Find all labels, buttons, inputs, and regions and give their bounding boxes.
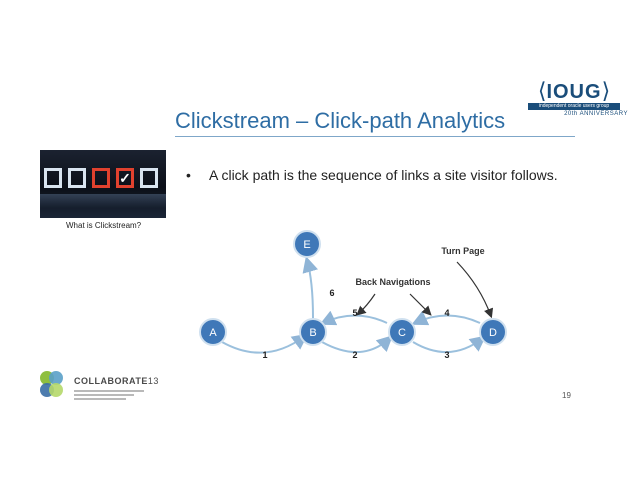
edge-d-c bbox=[411, 310, 481, 326]
node-c: C bbox=[388, 318, 416, 346]
checkbox-icon bbox=[68, 168, 86, 188]
checkbox-icon bbox=[44, 168, 62, 188]
logo-bracket-left: ⟨ bbox=[537, 79, 547, 104]
collaborate-wordmark: COLLABORATE13 bbox=[74, 376, 159, 386]
slide-title: Clickstream – Click-path Analytics bbox=[175, 108, 506, 133]
node-e-label: E bbox=[303, 239, 310, 251]
ioug-wordmark: ⟨ IOUG ⟩ bbox=[526, 79, 622, 104]
node-d-label: D bbox=[489, 327, 497, 339]
bullet-text: A click path is the sequence of links a … bbox=[209, 167, 558, 183]
edge-label-5: 5 bbox=[352, 308, 357, 318]
turn-page-arrow bbox=[456, 261, 494, 319]
collaborate-number: 13 bbox=[147, 376, 159, 386]
collaborate-logo: COLLABORATE13 bbox=[36, 368, 186, 408]
node-a: A bbox=[199, 318, 227, 346]
edge-label-1: 1 bbox=[262, 350, 267, 360]
logo-bracket-right: ⟩ bbox=[601, 79, 611, 104]
edge-a-b bbox=[221, 333, 309, 354]
edge-label-2: 2 bbox=[352, 350, 357, 360]
node-c-label: C bbox=[398, 327, 406, 339]
edge-b-c bbox=[321, 335, 393, 354]
thumbnail-caption: What is Clickstream? bbox=[66, 221, 142, 230]
logo-name: IOUG bbox=[546, 81, 602, 103]
collaborate-emblem-icon bbox=[40, 371, 63, 397]
collaborate-word: COLLABORATE bbox=[74, 376, 148, 386]
checkbox-icon bbox=[140, 168, 158, 188]
checkmark-icon: ✓ bbox=[116, 168, 134, 188]
node-b-label: B bbox=[309, 327, 316, 339]
edge-label-6: 6 bbox=[329, 288, 334, 298]
title-divider bbox=[175, 136, 575, 137]
edge-b-e bbox=[302, 256, 318, 319]
back-nav-arrow-left bbox=[356, 293, 376, 316]
clickstream-thumbnail: ✓ bbox=[40, 150, 166, 218]
logo-anniversary: 20th ANNIVERSARY bbox=[564, 111, 628, 117]
edge-c-b bbox=[319, 310, 388, 326]
node-e: E bbox=[293, 230, 321, 258]
turn-page-label: Turn Page bbox=[441, 246, 484, 256]
edge-c-d bbox=[412, 335, 487, 354]
page-number: 19 bbox=[562, 391, 571, 400]
click-path-diagram: A B C D E 1 2 3 4 5 6 Back Navigations T… bbox=[199, 230, 507, 360]
node-d: D bbox=[479, 318, 507, 346]
ioug-logo: ⟨ IOUG ⟩ independent oracle users group … bbox=[518, 79, 630, 120]
logo-tagline: independent oracle users group bbox=[528, 103, 620, 110]
bullet-icon: • bbox=[186, 167, 191, 183]
checkbox-icon bbox=[92, 168, 110, 188]
back-nav-arrow-right bbox=[409, 293, 432, 316]
edge-label-4: 4 bbox=[444, 308, 449, 318]
back-navigations-label: Back Navigations bbox=[355, 277, 430, 287]
node-b: B bbox=[299, 318, 327, 346]
edge-label-3: 3 bbox=[444, 350, 449, 360]
node-a-label: A bbox=[209, 327, 217, 339]
